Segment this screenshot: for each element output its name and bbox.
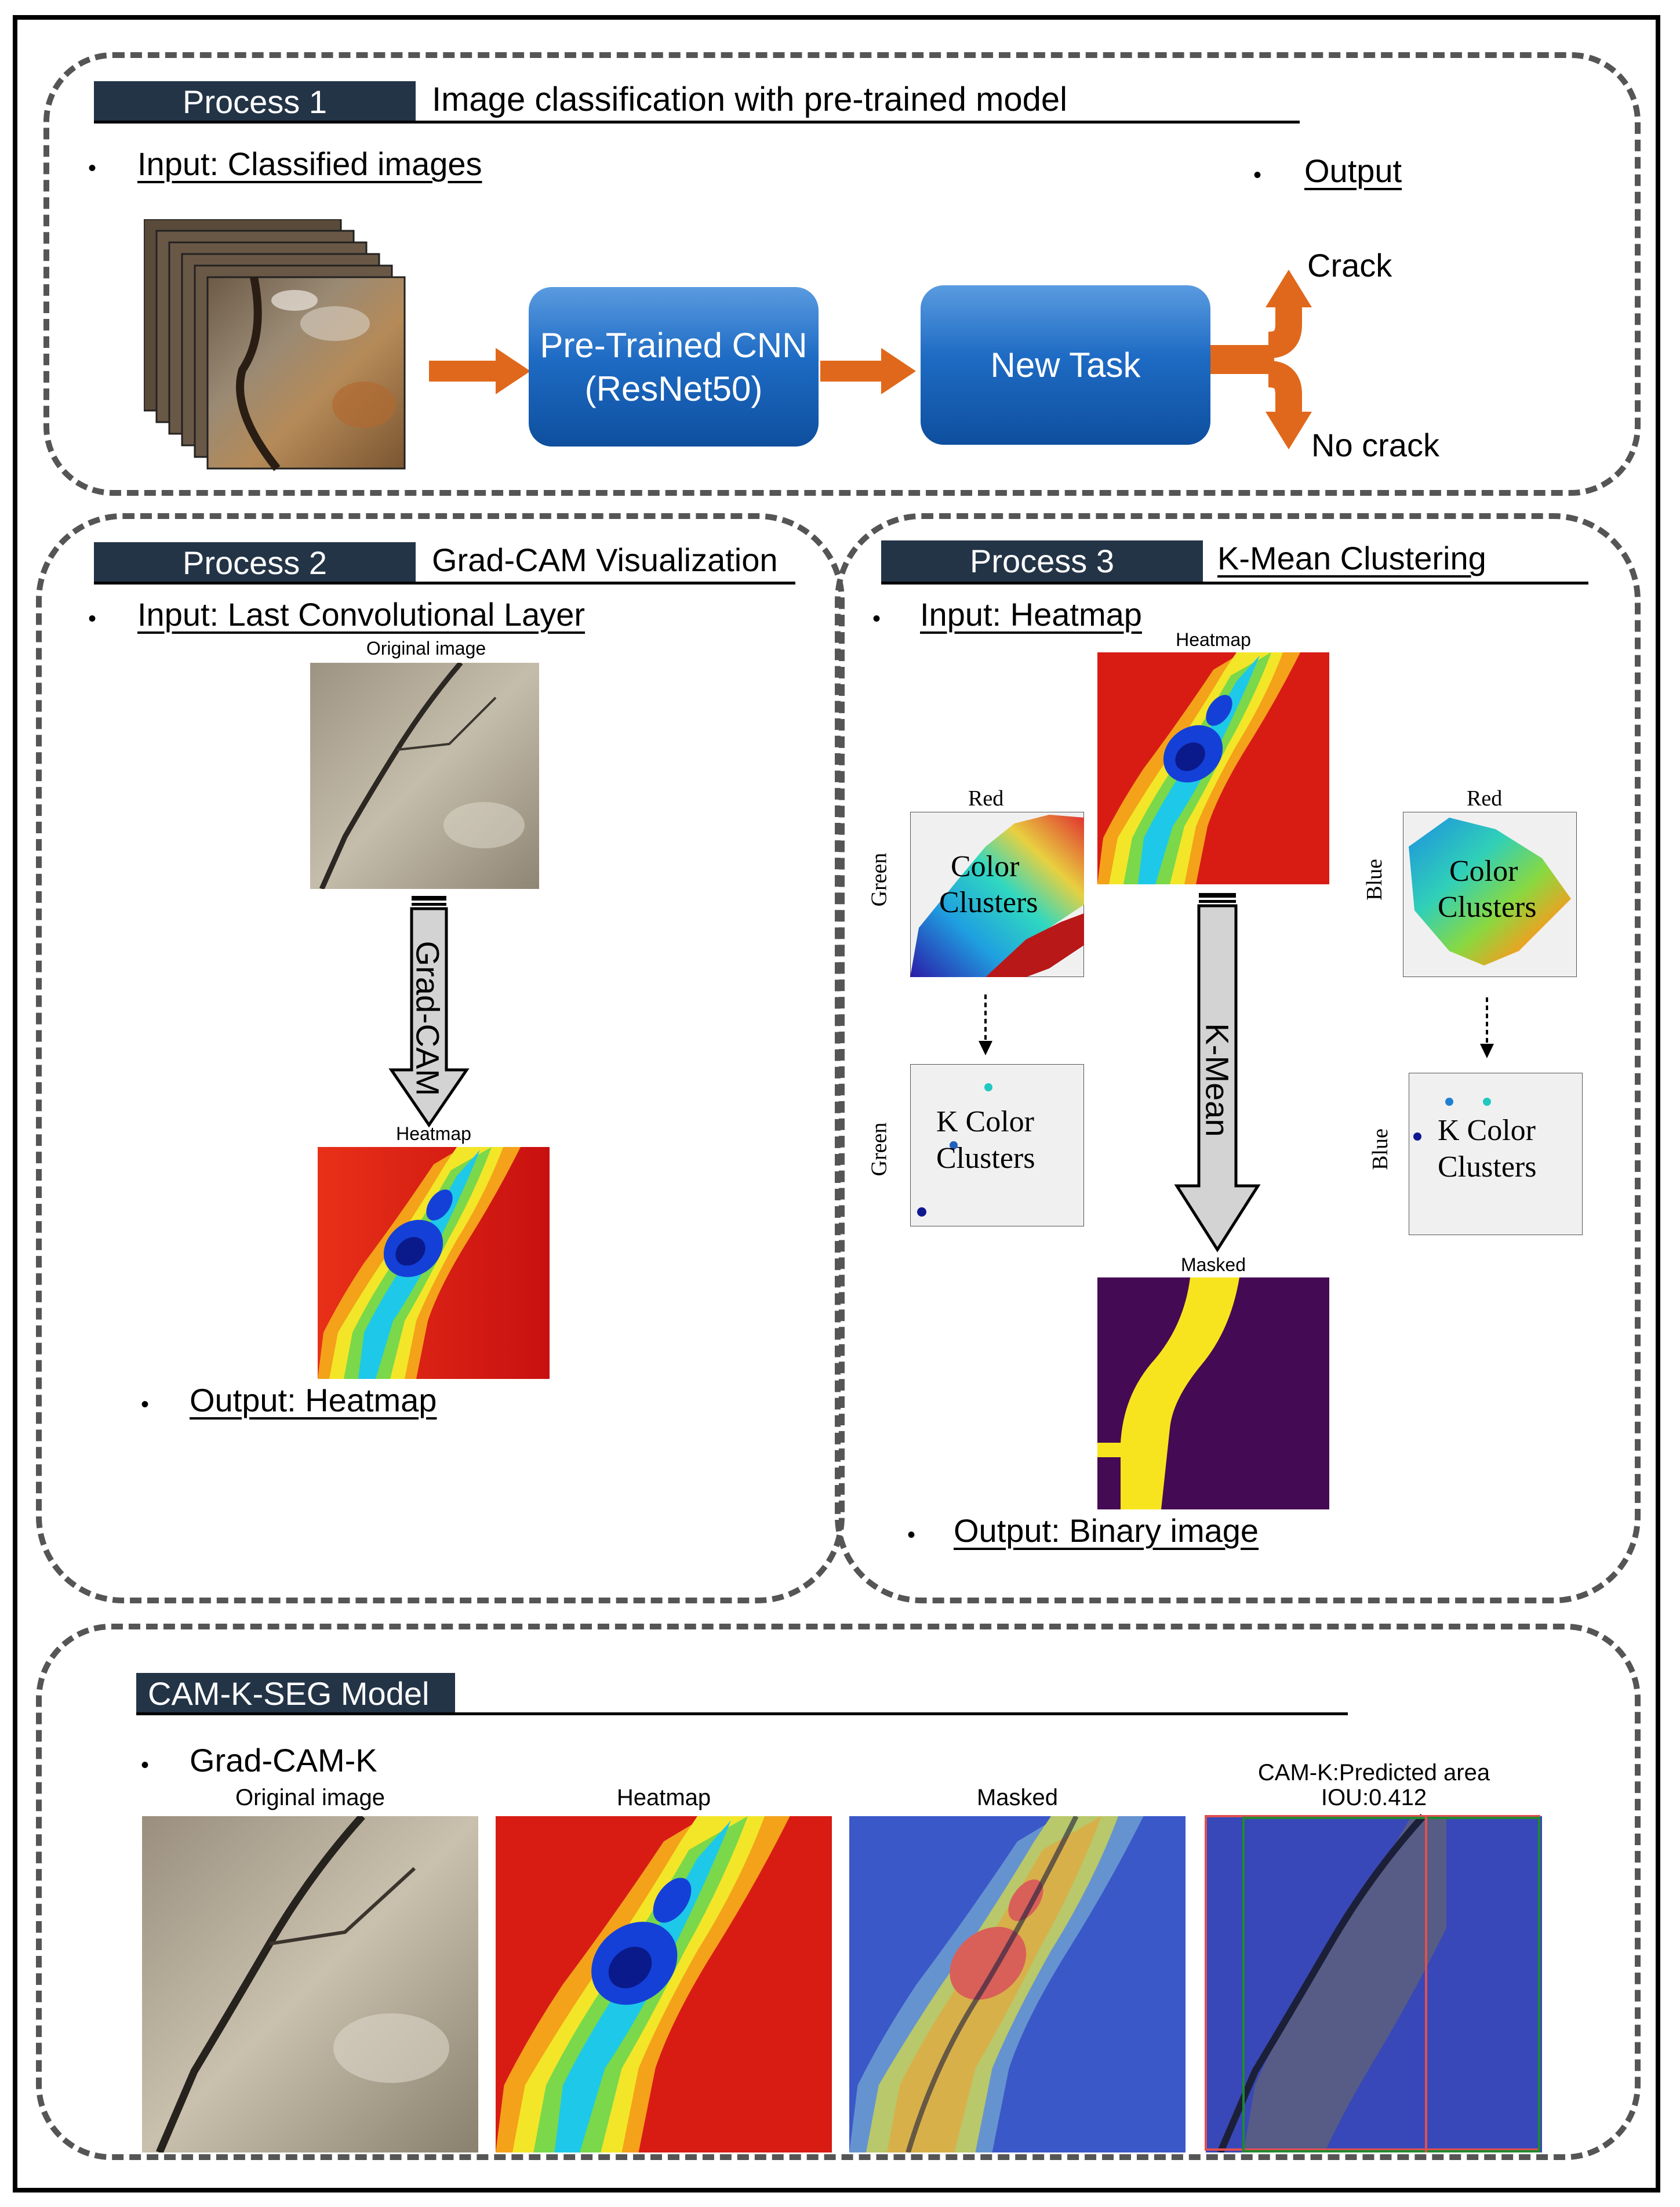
model-caption-predicted: CAM-K:Predicted area [1257, 1760, 1490, 1785]
dotted-arrow-left [979, 994, 992, 1055]
plot-overlay-line2: Clusters [1438, 1150, 1537, 1184]
original-image-caption: Original image [366, 638, 486, 659]
model-bullet-label: Grad-CAM-K [190, 1742, 377, 1778]
heatmap-caption: Heatmap [1176, 629, 1251, 650]
cnn-label-line1: Pre-Trained CNN [540, 325, 808, 365]
process3-underline [881, 582, 1588, 585]
color-cluster-plot-red-green: Red Green Color Clusters [858, 786, 1090, 1000]
new-task-box: New Task [921, 285, 1210, 445]
heatmap-image [1097, 652, 1329, 884]
scatter-plot-area [1403, 812, 1577, 977]
plot-title: Red [968, 786, 1004, 811]
bullet: • [88, 606, 97, 631]
model-caption-iou: IOU:0.412 [1321, 1785, 1427, 1810]
bullet: • [907, 1522, 916, 1548]
cnn-label-line2: (ResNet50) [584, 369, 763, 408]
k-cluster-plot-blue: Blue K Color Clusters [1359, 1055, 1591, 1241]
color-cluster-plot-red-blue: Red Blue Color Clusters [1354, 786, 1586, 1000]
plot-y-label: Green [867, 852, 892, 907]
plot-overlay-line1: Color [1449, 855, 1518, 888]
process3-tab: Process 3 [881, 540, 1203, 582]
output-no-crack: No crack [1311, 427, 1439, 463]
plot-y-label: Blue [1368, 1128, 1392, 1170]
heatmap-image [318, 1147, 550, 1379]
plot-overlay-line2: Clusters [936, 1142, 1035, 1175]
plot-y-label: Green [867, 1122, 892, 1177]
pretrained-cnn-box: Pre-Trained CNN (ResNet50) [529, 287, 819, 447]
plot-overlay-line1: K Color [936, 1105, 1034, 1138]
k-mean-arrow [1174, 893, 1261, 1253]
new-task-label: New Task [990, 346, 1141, 384]
process2-output-label: Output: Heatmap [190, 1382, 437, 1418]
plot-title: Red [1467, 786, 1503, 811]
plot-overlay-line1: K Color [1438, 1114, 1536, 1147]
dotted-arrow-right [1480, 997, 1494, 1058]
process2-input-label: Input: Last Convolutional Layer [137, 596, 586, 633]
scatter-plot-area [1409, 1073, 1583, 1235]
model-predicted-area-image [1205, 1813, 1542, 2152]
process2-title: Grad-CAM Visualization [432, 542, 778, 578]
plot-overlay-line2: Clusters [1438, 891, 1537, 924]
process1-underline [94, 121, 1300, 124]
plot-y-label: Blue [1362, 859, 1387, 901]
model-original-image [142, 1816, 478, 2152]
outer-frame [13, 15, 1660, 2193]
grad-cam-arrow [388, 896, 470, 1128]
process1-input-label: Input: Classified images [137, 146, 482, 182]
model-caption-masked: Masked [976, 1785, 1059, 1810]
scatter-plot-area [910, 1064, 1084, 1226]
binary-masked-image [1097, 1277, 1329, 1509]
process2-underline [94, 582, 795, 585]
process3-output-label: Output: Binary image [954, 1512, 1259, 1549]
grad-cam-arrow-label: Grad-CAM [409, 941, 446, 1097]
process3-panel [835, 513, 1641, 1603]
model-caption-original: Original image [235, 1785, 385, 1810]
original-rock-image [310, 663, 539, 889]
arrow-to-new-task [820, 348, 916, 394]
k-mean-arrow-label: K-Mean [1199, 1023, 1236, 1137]
input-image-stack [144, 219, 406, 471]
model-underline [136, 1712, 1348, 1715]
plot-overlay-line2: Clusters [939, 886, 1038, 919]
bullet: • [1253, 162, 1262, 188]
model-tab: CAM-K-SEG Model [136, 1673, 455, 1715]
model-masked-image [849, 1816, 1186, 2152]
model-caption-heatmap: Heatmap [616, 1785, 711, 1810]
process1-title: Image classification with pre-trained mo… [432, 81, 1068, 118]
heatmap-caption: Heatmap [396, 1123, 471, 1144]
plot-overlay-line1: Color [951, 850, 1020, 883]
process1-output-label: Output [1304, 153, 1402, 189]
process2-tab: Process 2 [94, 542, 416, 584]
model-heatmap-image [496, 1816, 832, 2152]
scatter-plot-area [910, 812, 1084, 977]
process1-tab: Process 1 [94, 81, 416, 123]
bullet: • [141, 1392, 150, 1417]
arrow-to-cnn [429, 348, 530, 394]
process3-title: K-Mean Clustering [1217, 540, 1486, 576]
bullet: • [141, 1752, 150, 1778]
model-panel [36, 1624, 1641, 2160]
bullet: • [88, 155, 97, 181]
output-crack: Crack [1307, 247, 1392, 284]
k-cluster-plot-green: Green K Color Clusters [858, 1055, 1090, 1241]
bullet: • [872, 606, 881, 631]
process3-input-label: Input: Heatmap [920, 596, 1142, 633]
masked-caption: Masked [1180, 1254, 1246, 1275]
split-arrow [1210, 270, 1312, 449]
process2-panel [36, 513, 845, 1603]
process1-panel [43, 52, 1641, 496]
